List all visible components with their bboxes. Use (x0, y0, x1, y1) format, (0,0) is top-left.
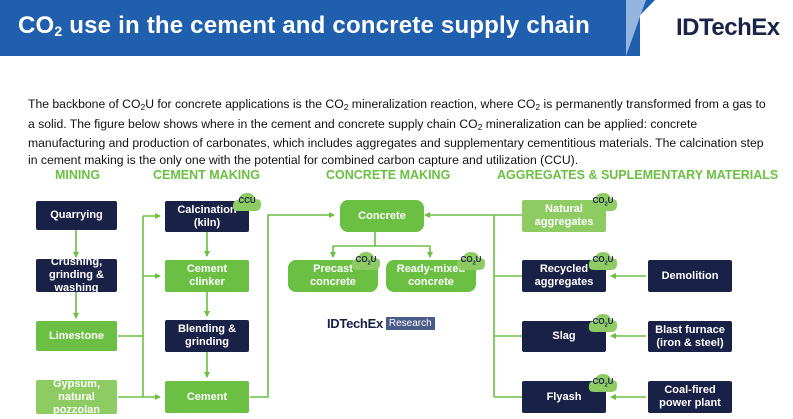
node-coal-power-plant: Coal-fired power plant (648, 381, 732, 413)
cloud-icon (232, 193, 262, 211)
header-band (0, 0, 640, 56)
node-gypsum: Gypsum, natural pozzolan (36, 378, 117, 416)
node-cement-clinker: Cement clinker (165, 260, 249, 292)
node-blast-furnace: Blast furnace (iron & steel) (648, 321, 732, 352)
node-quarrying: Quarrying (36, 201, 117, 230)
brand-logo: IDTechEx (676, 14, 780, 41)
co2u-badge-precast: CO2U (351, 250, 381, 272)
node-crushing: Crushing, grinding & washing (36, 256, 117, 294)
idtechex-research-logo: IDTechEx Research (327, 316, 435, 331)
co2u-badge-recycled: CO2U (588, 250, 618, 272)
node-blending: Blending & grinding (165, 320, 249, 352)
node-limestone: Limestone (36, 321, 117, 351)
node-flyash: Flyash (522, 381, 606, 413)
column-heading-cement-making: CEMENT MAKING (153, 168, 260, 182)
node-slag: Slag (522, 321, 606, 352)
cloud-icon (588, 193, 618, 211)
column-heading-mining: MINING (55, 168, 101, 182)
arrow-cement-concrete (250, 212, 335, 398)
header-accent-stripe (626, 0, 646, 56)
co2u-badge-flyash: CO2U (588, 372, 618, 394)
cloud-icon (456, 252, 486, 270)
node-concrete: Concrete (340, 200, 424, 232)
cloud-icon (588, 314, 618, 332)
ccu-badge: CCU (232, 191, 262, 213)
co2u-badge-slag: CO2U (588, 312, 618, 334)
column-heading-aggregates: AGGREGATES & SUPLEMENTARY MATERIALS (497, 168, 779, 182)
node-natural-aggregates: Natural aggregates (522, 200, 606, 232)
co2u-badge-natural: CO2U (588, 191, 618, 213)
node-demolition: Demolition (648, 260, 732, 292)
cloud-icon (588, 252, 618, 270)
node-cement: Cement (165, 381, 249, 413)
page-title: CO2 use in the cement and concrete suppl… (18, 12, 591, 39)
cloud-icon (351, 252, 381, 270)
cloud-icon (588, 374, 618, 392)
co2u-badge-readymixed: CO2U (456, 250, 486, 272)
column-heading-concrete-making: CONCRETE MAKING (326, 168, 451, 182)
intro-paragraph: The backbone of CO2U for concrete applic… (28, 97, 766, 167)
